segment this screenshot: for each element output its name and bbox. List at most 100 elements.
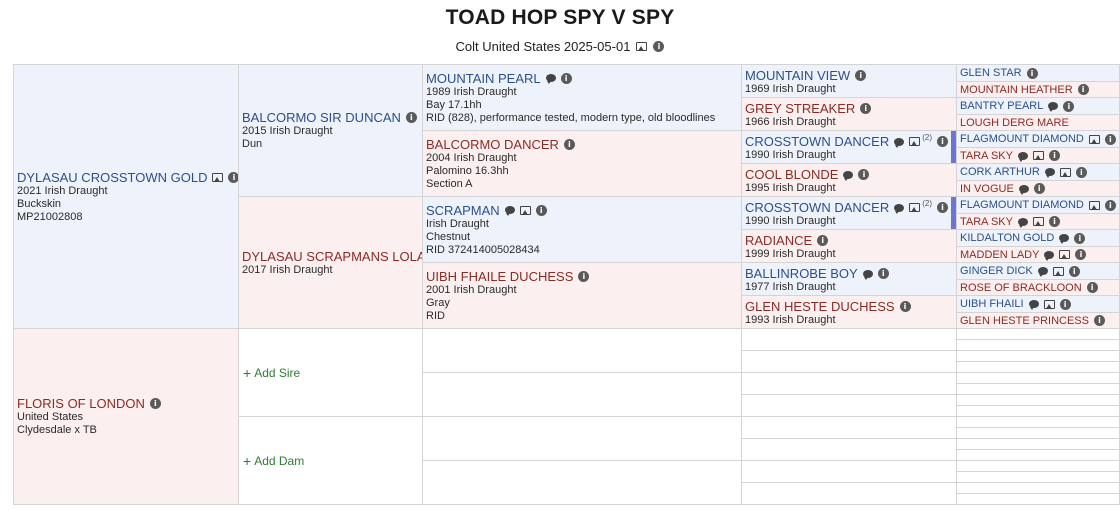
- info-icon[interactable]: i: [855, 70, 867, 81]
- gen5-card[interactable]: GLEN HESTE PRINCESS i: [956, 312, 1120, 329]
- dam-card[interactable]: FLORIS OF LONDON i United States Clydesd…: [13, 328, 239, 505]
- info-icon[interactable]: i: [817, 235, 829, 246]
- comment-icon[interactable]: [862, 269, 873, 280]
- gen4-name[interactable]: COOL BLONDE: [745, 167, 839, 182]
- comment-icon[interactable]: [1037, 267, 1048, 277]
- sire-dam-card[interactable]: DYLASAU SCRAPMANS LOLA 2017 Irish Draugh…: [238, 196, 423, 329]
- gen5-card[interactable]: MOUNTAIN HEATHER i: [956, 81, 1120, 98]
- gen4-name[interactable]: CROSSTOWN DANCER: [745, 134, 890, 149]
- gen5-card[interactable]: IN VOGUE i: [956, 180, 1120, 197]
- image-icon[interactable]: [1032, 217, 1044, 226]
- image-icon[interactable]: [1043, 299, 1055, 309]
- gen5-card[interactable]: GLEN STAR i: [956, 64, 1120, 82]
- info-icon[interactable]: i: [535, 204, 547, 216]
- image-icon[interactable]: [1059, 250, 1071, 259]
- gen5-name[interactable]: GINGER DICK: [960, 265, 1033, 277]
- info-icon[interactable]: i: [1086, 282, 1098, 293]
- info-icon[interactable]: i: [1074, 232, 1086, 244]
- gen5-name[interactable]: GLEN HESTE PRINCESS: [960, 314, 1089, 327]
- info-icon[interactable]: i: [1104, 133, 1116, 145]
- comment-icon[interactable]: [894, 203, 905, 214]
- info-icon[interactable]: i: [578, 270, 590, 282]
- gen5-name[interactable]: CORK ARTHUR: [960, 166, 1040, 178]
- info-icon[interactable]: i: [1026, 67, 1038, 79]
- info-icon[interactable]: i: [1048, 150, 1060, 161]
- gen5-card[interactable]: FLAGMOUNT DIAMOND i: [956, 130, 1120, 148]
- gen4-name[interactable]: RADIANCE: [745, 233, 813, 248]
- info-icon[interactable]: i: [228, 171, 238, 183]
- comment-icon[interactable]: [1059, 234, 1070, 244]
- dam-name[interactable]: FLORIS OF LONDON: [17, 396, 145, 411]
- gen5-name[interactable]: MOUNTAIN HEATHER: [960, 83, 1073, 96]
- info-icon[interactable]: i: [1075, 249, 1087, 260]
- add-dam-button[interactable]: + Add Dam: [243, 454, 304, 468]
- gen4-name[interactable]: CROSSTOWN DANCER: [745, 200, 890, 215]
- comment-icon[interactable]: [1044, 168, 1055, 178]
- gen5-card[interactable]: GINGER DICK i: [956, 262, 1120, 280]
- comment-icon[interactable]: [1018, 184, 1029, 195]
- info-icon[interactable]: i: [653, 41, 665, 52]
- gen4-card[interactable]: GREY STREAKER i 1966 Irish Draught: [741, 97, 957, 131]
- info-icon[interactable]: i: [858, 169, 870, 180]
- comment-icon[interactable]: [843, 170, 854, 181]
- image-icon[interactable]: [1032, 151, 1044, 160]
- add-sire-button[interactable]: + Add Sire: [243, 366, 300, 380]
- sire-card[interactable]: DYLASAU CROSSTOWN GOLD i 2021 Irish Drau…: [13, 64, 239, 329]
- gen5-card[interactable]: BANTRY PEARL i: [956, 97, 1120, 115]
- sire-name[interactable]: DYLASAU CROSSTOWN GOLD: [17, 169, 208, 185]
- image-icon[interactable]: [212, 172, 224, 182]
- image-icon[interactable]: [1088, 200, 1100, 210]
- image-icon[interactable]: [1088, 134, 1100, 144]
- gen5-card[interactable]: UIBH FHAILI i: [956, 295, 1120, 313]
- comment-icon[interactable]: [1048, 102, 1059, 112]
- gen5-name[interactable]: LOUGH DERG MARE: [960, 116, 1069, 129]
- gen4-card[interactable]: COOL BLONDE i 1995 Irish Draught: [741, 163, 957, 197]
- comment-icon[interactable]: [1044, 250, 1055, 261]
- gen5-name[interactable]: ROSE OF BRACKLOON: [960, 281, 1082, 294]
- gen3-card[interactable]: MOUNTAIN PEARL i 1989 Irish Draught Bay …: [422, 64, 742, 131]
- comment-icon[interactable]: [545, 74, 556, 84]
- gen5-name[interactable]: TARA SKY: [960, 215, 1013, 228]
- sire-sire-name[interactable]: BALCORMO SIR DUNCAN: [242, 110, 401, 125]
- gen5-card[interactable]: MADDEN LADY i: [956, 246, 1120, 263]
- info-icon[interactable]: i: [1063, 100, 1075, 112]
- info-icon[interactable]: i: [405, 112, 417, 123]
- gen5-name[interactable]: TARA SKY: [960, 149, 1013, 162]
- gen5-card[interactable]: ROSE OF BRACKLOON i: [956, 279, 1120, 296]
- gen5-name[interactable]: FLAGMOUNT DIAMOND: [960, 133, 1084, 145]
- gen5-card[interactable]: TARA SKY i: [956, 213, 1120, 230]
- gen4-card[interactable]: GLEN HESTE DUCHESS i 1993 Irish Draught: [741, 295, 957, 329]
- image-icon[interactable]: [1059, 167, 1071, 177]
- gen5-card[interactable]: TARA SKY i: [956, 147, 1120, 164]
- gen3-name[interactable]: UIBH FHAILE DUCHESS: [426, 268, 574, 284]
- gen4-card[interactable]: CROSSTOWN DANCER (2) i 1990 Irish Draugh…: [741, 130, 957, 164]
- comment-icon[interactable]: [1028, 300, 1039, 310]
- info-icon[interactable]: i: [1059, 298, 1071, 310]
- gen4-card[interactable]: RADIANCE i 1999 Irish Draught: [741, 229, 957, 263]
- info-icon[interactable]: i: [560, 72, 572, 84]
- gen3-card[interactable]: SCRAPMAN i Irish Draught Chestnut RID 37…: [422, 196, 742, 263]
- gen5-card[interactable]: KILDALTON GOLD i: [956, 229, 1120, 247]
- info-icon[interactable]: i: [1093, 315, 1105, 326]
- sire-dam-name[interactable]: DYLASAU SCRAPMANS LOLA: [242, 248, 423, 264]
- gen5-name[interactable]: UIBH FHAILI: [960, 298, 1024, 310]
- info-icon[interactable]: i: [149, 398, 161, 409]
- sire-sire-card[interactable]: BALCORMO SIR DUNCAN i 2015 Irish Draught…: [238, 64, 423, 197]
- gen5-card[interactable]: FLAGMOUNT DIAMOND i: [956, 196, 1120, 214]
- info-icon[interactable]: i: [1077, 84, 1089, 95]
- image-icon[interactable]: [909, 137, 921, 146]
- gen3-name[interactable]: BALCORMO DANCER: [426, 136, 559, 152]
- gen5-card[interactable]: CORK ARTHUR i: [956, 163, 1120, 181]
- info-icon[interactable]: i: [1104, 199, 1116, 211]
- info-icon[interactable]: i: [1033, 183, 1045, 194]
- image-icon[interactable]: [519, 205, 531, 215]
- gen3-card[interactable]: UIBH FHAILE DUCHESS i 2001 Irish Draught…: [422, 262, 742, 329]
- info-icon[interactable]: i: [937, 202, 948, 213]
- gen5-card[interactable]: LOUGH DERG MARE: [956, 114, 1120, 131]
- comment-icon[interactable]: [1017, 217, 1028, 228]
- gen4-name[interactable]: BALLINROBE BOY: [745, 266, 858, 281]
- gen4-name[interactable]: GREY STREAKER: [745, 101, 856, 116]
- gen4-card[interactable]: CROSSTOWN DANCER (2) i 1990 Irish Draugh…: [741, 196, 957, 230]
- gen4-card[interactable]: MOUNTAIN VIEW i 1969 Irish Draught: [741, 64, 957, 98]
- gen5-name[interactable]: MADDEN LADY: [960, 248, 1040, 261]
